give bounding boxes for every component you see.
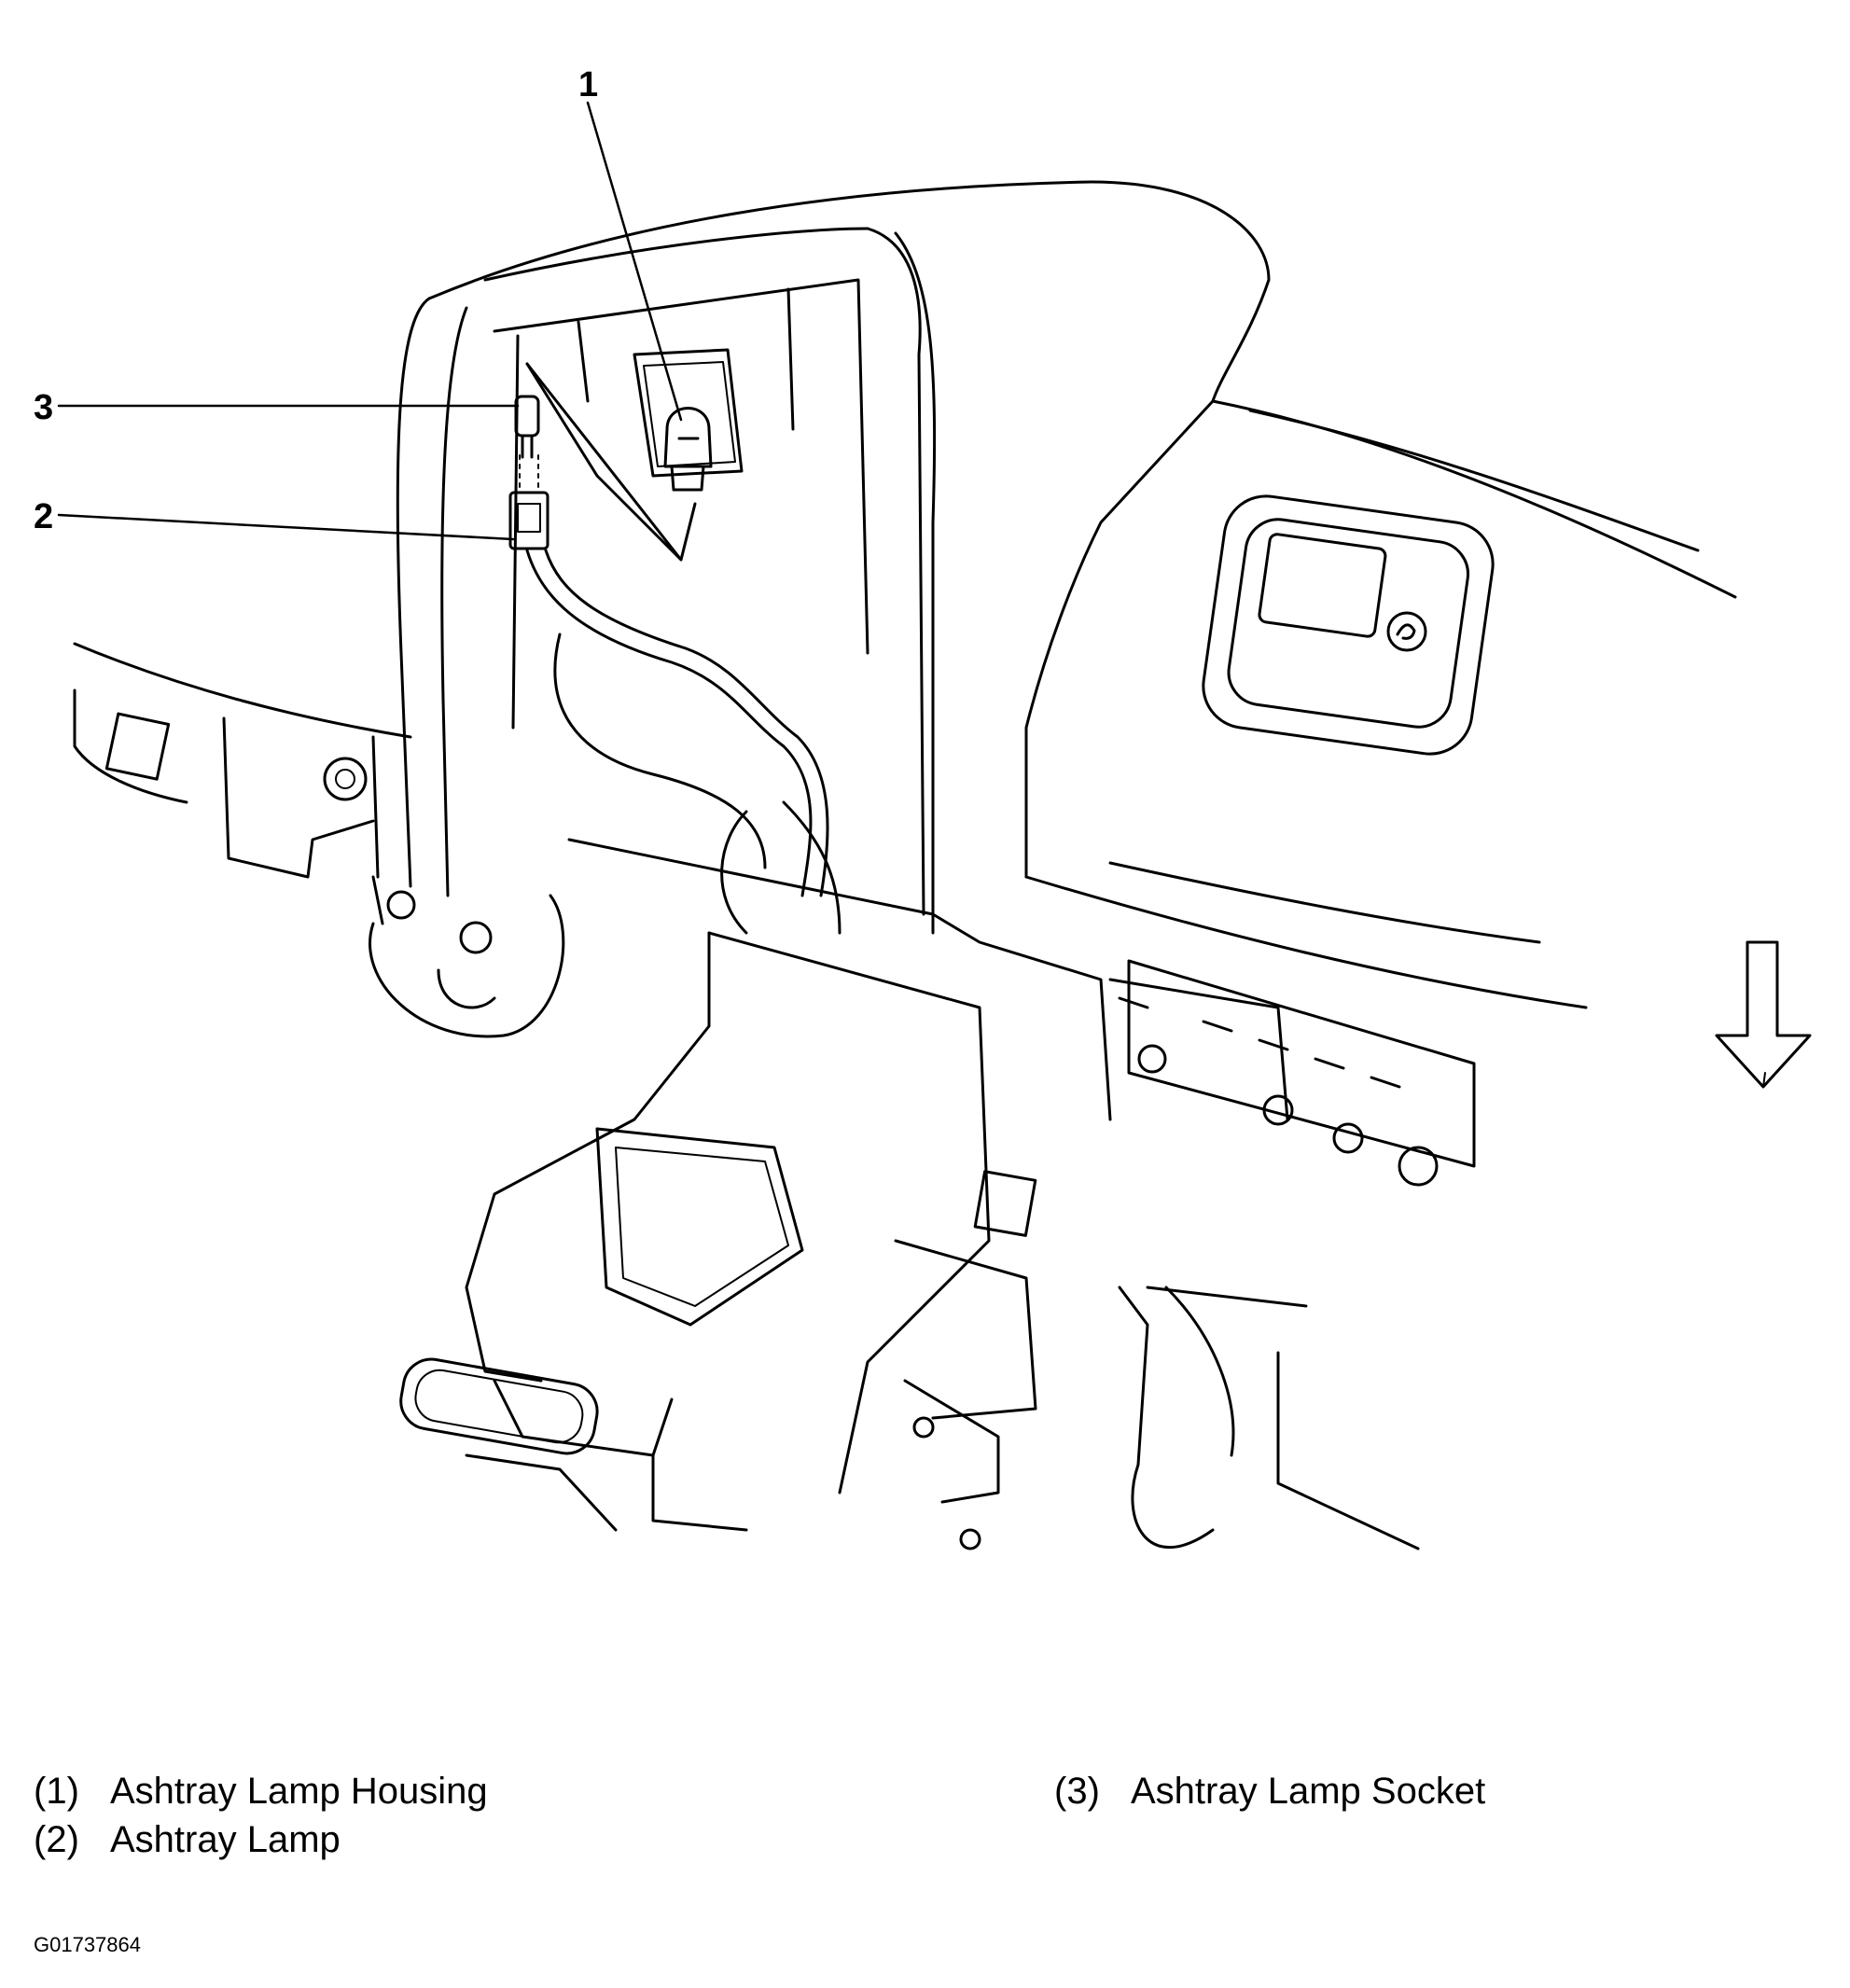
legend-item-2-number: (2) — [34, 1819, 79, 1860]
switch-module — [1202, 494, 1495, 756]
right-lower-bracket — [894, 978, 1420, 1550]
legend-item-3-label: Ashtray Lamp Socket — [1131, 1771, 1486, 1812]
callout-3-label: 3 — [34, 388, 54, 427]
legend-item-3-number: (3) — [1054, 1771, 1100, 1812]
ashtray-bezel-hood — [396, 180, 1271, 935]
callout-leaders — [57, 101, 683, 541]
wiring-harness — [525, 549, 842, 935]
component-diagram: 1 3 2 — [34, 65, 1812, 1550]
figure-id: G01737864 — [34, 1933, 141, 1956]
callout-1-label: 1 — [578, 65, 599, 104]
heater-duct — [399, 838, 1112, 1532]
ashtray-lamp-housing-part — [663, 407, 713, 492]
ashtray-lamp-socket-part — [514, 395, 540, 459]
down-arrow-icon — [1715, 940, 1812, 1089]
ashtray-cavity — [493, 278, 869, 730]
legend-item-1-label: Ashtray Lamp Housing — [110, 1771, 488, 1812]
legend: (1) Ashtray Lamp Housing (2) Ashtray Lamp … — [0, 1754, 1850, 1940]
instrument-panel-upper — [1024, 399, 1737, 1009]
hinge-assembly — [1118, 959, 1476, 1187]
legend-item-2: (2) Ashtray Lamp — [34, 1821, 341, 1858]
legend-item-3: (3) Ashtray Lamp Socket — [1054, 1773, 1485, 1810]
legend-item-2-label: Ashtray Lamp — [110, 1819, 341, 1860]
left-bracket — [73, 642, 416, 925]
callout-2-label: 2 — [34, 497, 54, 536]
ashtray-lamp-part — [508, 454, 549, 550]
blower-housing — [369, 894, 565, 1038]
legend-item-1-number: (1) — [34, 1771, 79, 1812]
legend-item-1: (1) Ashtray Lamp Housing — [34, 1773, 488, 1810]
